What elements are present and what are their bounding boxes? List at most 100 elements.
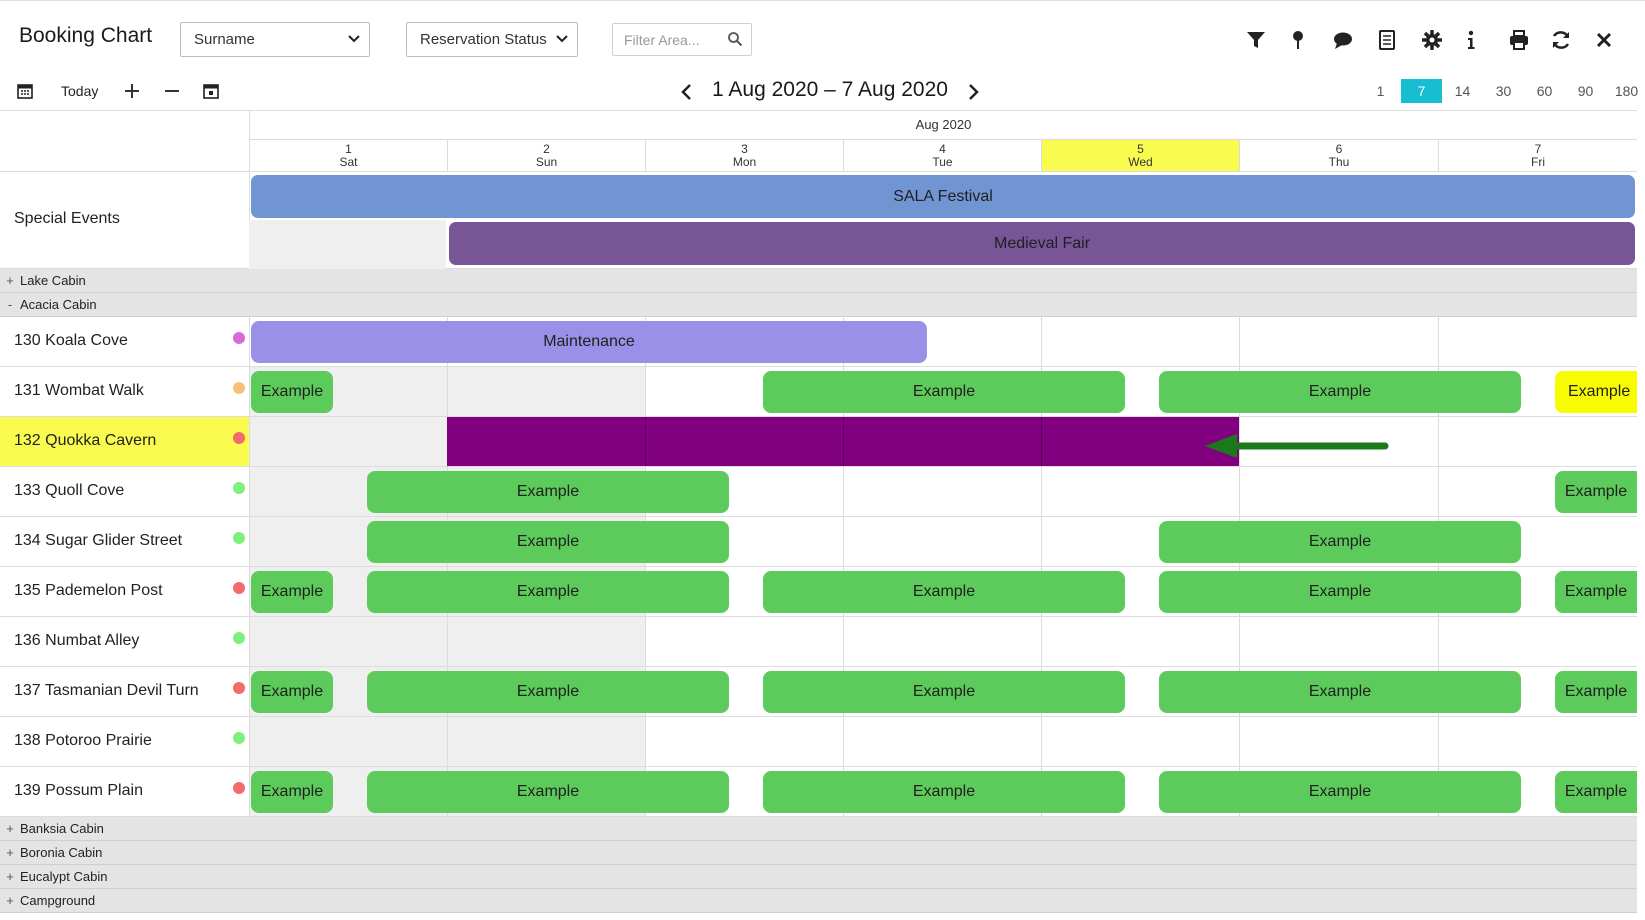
event-medieval-fair[interactable]: Medieval Fair [449, 222, 1635, 265]
booking-block[interactable]: Example [251, 571, 333, 613]
grid-cell[interactable] [249, 717, 447, 766]
zoom-option-30[interactable]: 30 [1495, 83, 1512, 99]
booking-block[interactable]: Example [251, 671, 333, 713]
grid-cell[interactable] [249, 617, 447, 666]
calendar-icon[interactable] [15, 81, 35, 101]
grid-cell[interactable] [1041, 317, 1239, 366]
sort-select[interactable]: Surname [180, 22, 370, 57]
grid-cell[interactable] [447, 717, 645, 766]
booking-block[interactable]: Example [367, 771, 729, 813]
grid-cell[interactable] [843, 717, 1041, 766]
expand-icon[interactable]: + [6, 869, 14, 884]
group-row-banksia-cabin[interactable]: +Banksia Cabin [0, 817, 1637, 841]
map-pin-icon[interactable] [1287, 29, 1309, 51]
grid-cell[interactable] [1041, 517, 1239, 566]
expand-icon[interactable]: + [6, 845, 14, 860]
grid-cell[interactable] [1438, 417, 1637, 466]
print-icon[interactable] [1508, 29, 1530, 51]
close-icon[interactable] [1593, 29, 1615, 51]
grid-cell[interactable] [1041, 617, 1239, 666]
chevron-right-icon[interactable] [963, 82, 983, 102]
grid-cell[interactable] [1239, 417, 1438, 466]
room-name[interactable]: 135 Pademelon Post [14, 582, 163, 599]
room-name[interactable]: 130 Koala Cove [14, 332, 128, 349]
comment-icon[interactable] [1332, 29, 1354, 51]
room-name[interactable]: 132 Quokka Cavern [0, 417, 249, 466]
minus-icon[interactable] [162, 81, 182, 101]
grid-cell[interactable] [843, 517, 1041, 566]
booking-block[interactable]: Example [763, 771, 1125, 813]
room-name[interactable]: 139 Possum Plain [14, 782, 143, 799]
grid-cell[interactable] [645, 617, 843, 666]
room-name[interactable]: 137 Tasmanian Devil Turn [14, 682, 199, 699]
plus-icon[interactable] [122, 81, 142, 101]
reservation-status-select[interactable]: Reservation Status [406, 22, 578, 57]
grid-cell[interactable] [645, 367, 843, 416]
zoom-option-180[interactable]: 180 [1614, 83, 1639, 99]
booking-block[interactable]: Example [1555, 671, 1637, 713]
grid-cell[interactable] [843, 617, 1041, 666]
room-name[interactable]: 136 Numbat Alley [14, 632, 140, 649]
booking-block[interactable]: Example [1159, 571, 1521, 613]
zoom-option-1[interactable]: 1 [1376, 83, 1385, 99]
grid-cell[interactable] [249, 317, 447, 366]
info-icon[interactable] [1460, 29, 1482, 51]
filter-area-input[interactable]: Filter Area... [612, 23, 752, 56]
group-row-eucalypt-cabin[interactable]: +Eucalypt Cabin [0, 865, 1637, 889]
booking-block[interactable]: Example [1555, 771, 1637, 813]
search-icon[interactable] [727, 31, 743, 47]
group-row-campground[interactable]: +Campground [0, 889, 1637, 913]
group-row-acacia-cabin[interactable]: -Acacia Cabin [0, 293, 1637, 317]
reservation-block[interactable] [843, 417, 1041, 466]
reservation-block[interactable] [645, 417, 843, 466]
expand-icon[interactable]: + [6, 893, 14, 908]
calendar-day-icon[interactable] [201, 81, 221, 101]
report-icon[interactable] [1376, 29, 1398, 51]
room-name[interactable]: 131 Wombat Walk [14, 382, 144, 399]
event-sala-festival[interactable]: SALA Festival [251, 175, 1635, 218]
booking-block[interactable]: Example [763, 371, 1125, 413]
expand-icon[interactable]: + [6, 273, 14, 288]
booking-block[interactable]: Example [251, 371, 333, 413]
grid-cell[interactable] [843, 467, 1041, 516]
booking-block[interactable]: Example [367, 671, 729, 713]
group-row-boronia-cabin[interactable]: +Boronia Cabin [0, 841, 1637, 865]
room-name[interactable]: 134 Sugar Glider Street [14, 532, 183, 549]
grid-cell[interactable] [1041, 467, 1239, 516]
booking-block[interactable]: Example [763, 571, 1125, 613]
booking-block[interactable]: Example [1159, 671, 1521, 713]
grid-cell[interactable] [645, 717, 843, 766]
group-row-lake-cabin[interactable]: +Lake Cabin [0, 269, 1637, 293]
grid-cell[interactable] [249, 417, 447, 466]
booking-block[interactable]: Example [1159, 771, 1521, 813]
grid-cell[interactable] [1438, 467, 1637, 516]
filter-icon[interactable] [1245, 29, 1267, 51]
booking-block[interactable]: Example [251, 771, 333, 813]
grid-cell[interactable] [1239, 467, 1438, 516]
grid-cell[interactable] [1239, 617, 1438, 666]
booking-block[interactable]: Example [1159, 521, 1521, 563]
grid-cell[interactable] [447, 367, 645, 416]
refresh-icon[interactable] [1550, 29, 1572, 51]
grid-cell[interactable] [447, 617, 645, 666]
today-button[interactable]: Today [61, 83, 99, 99]
grid-cell[interactable] [1041, 717, 1239, 766]
collapse-icon[interactable]: - [7, 297, 13, 312]
grid-cell[interactable] [1438, 717, 1637, 766]
grid-cell[interactable] [1239, 317, 1438, 366]
booking-block[interactable]: Example [1555, 571, 1637, 613]
booking-block[interactable]: Example [367, 571, 729, 613]
maintenance-block[interactable]: Maintenance [251, 321, 927, 363]
booking-block[interactable]: Example [367, 471, 729, 513]
reservation-block[interactable] [447, 417, 645, 466]
room-name[interactable]: 133 Quoll Cove [14, 482, 125, 499]
reservation-block[interactable] [1041, 417, 1239, 466]
zoom-option-90[interactable]: 90 [1577, 83, 1594, 99]
room-name[interactable]: 138 Potoroo Prairie [14, 732, 152, 749]
grid-cell[interactable] [1438, 317, 1637, 366]
zoom-option-60[interactable]: 60 [1536, 83, 1553, 99]
grid-cell[interactable] [1438, 617, 1637, 666]
booking-block[interactable]: Example [1555, 471, 1637, 513]
grid-cell[interactable] [1239, 717, 1438, 766]
gear-icon[interactable] [1421, 29, 1443, 51]
